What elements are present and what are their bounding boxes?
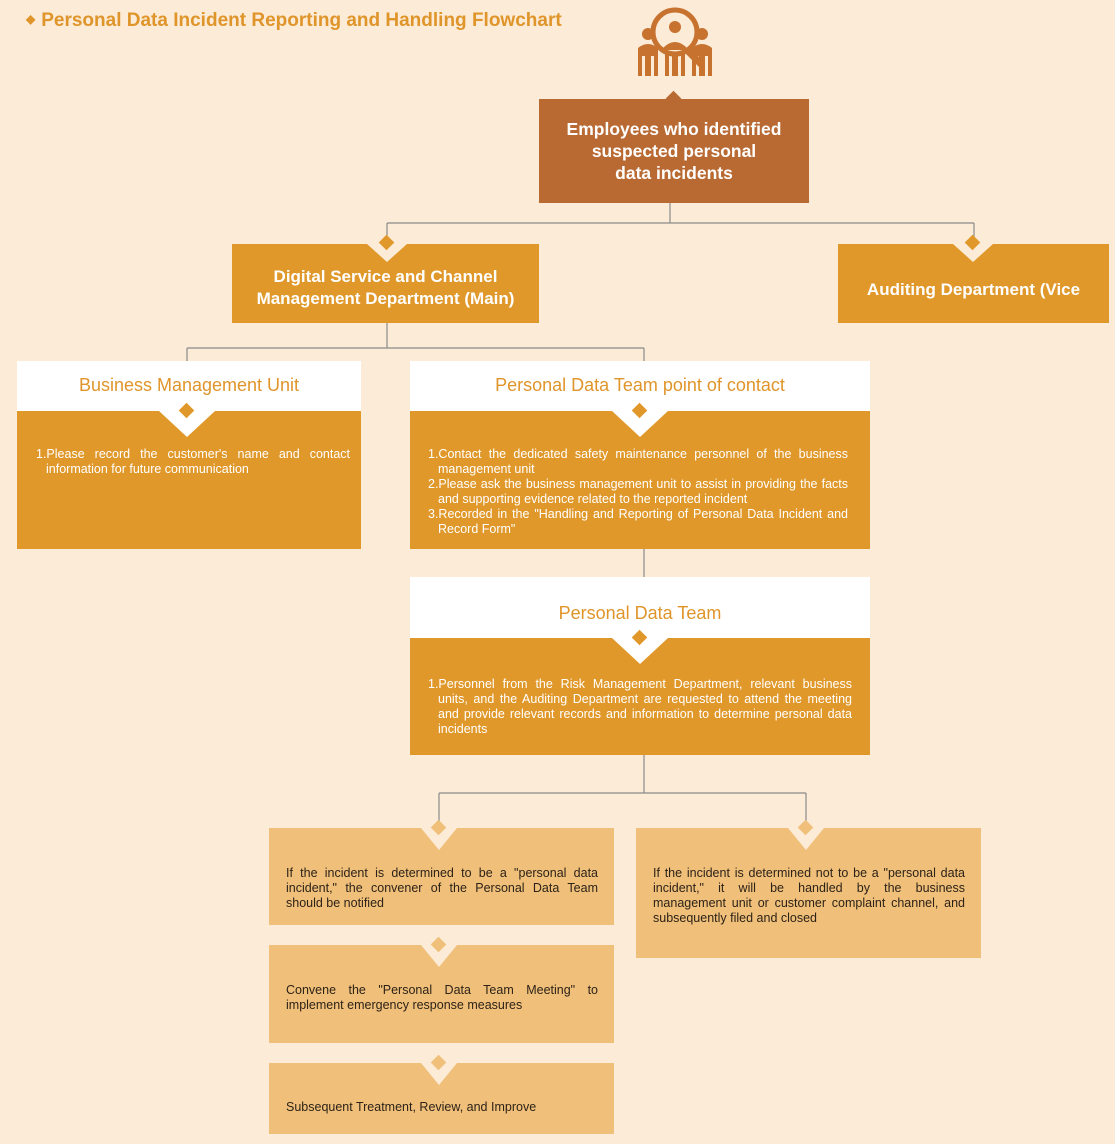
auditing-label: Auditing Department (Vice — [866, 279, 1081, 299]
employees-line-3: data incidents — [615, 163, 733, 183]
business-unit-header: Business Management Unit — [17, 361, 361, 411]
notch — [953, 244, 993, 262]
convene-meeting-text: Convene the "Personal Data Team Meeting"… — [286, 983, 598, 1012]
business-unit-text: 1.Please record the customer's name and … — [36, 447, 350, 476]
employees-node: Employees who identified suspected perso… — [539, 99, 809, 203]
team-header: Personal Data Team — [410, 577, 870, 638]
notch — [367, 244, 407, 262]
notch — [421, 945, 457, 967]
digital-line-2: Management Department (Main) — [256, 288, 515, 308]
notch — [421, 1063, 457, 1085]
page-title: ◆Personal Data Incident Reporting and Ha… — [26, 10, 562, 31]
notch — [421, 828, 457, 850]
subsequent-treatment-text: Subsequent Treatment, Review, and Improv… — [286, 1100, 537, 1114]
employees-line-1: Employees who identified — [566, 119, 782, 139]
contact-header: Personal Data Team point of contact — [410, 361, 870, 411]
person-search-icon — [638, 7, 712, 76]
notch — [788, 828, 824, 850]
digital-line-1: Digital Service and Channel — [273, 266, 498, 286]
incident-confirmed-text: If the incident is determined to be a "p… — [286, 866, 598, 910]
not-incident-text: If the incident is determined not to be … — [653, 866, 965, 925]
employees-line-2: suspected personal — [591, 141, 757, 161]
title-bullet-icon: ◆ — [26, 12, 36, 26]
contact-text: 1.Contact the dedicated safety maintenan… — [428, 447, 848, 536]
team-text: 1.Personnel from the Risk Management Dep… — [428, 677, 852, 736]
